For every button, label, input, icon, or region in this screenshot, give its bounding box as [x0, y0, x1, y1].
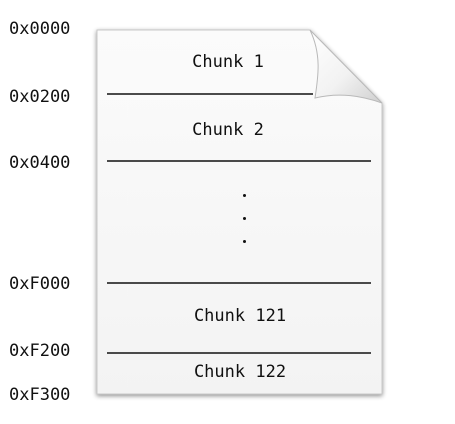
- address-0xF300: 0xF300: [9, 385, 71, 405]
- chunk-2-label: Chunk 2: [192, 120, 264, 140]
- address-0x0000: 0x0000: [9, 19, 71, 39]
- address-0xF200: 0xF200: [9, 341, 71, 361]
- ellipsis-dot: [243, 194, 246, 197]
- chunk-121-label: Chunk 121: [193, 306, 287, 326]
- address-0xF000: 0xF000: [9, 274, 71, 294]
- ellipsis-dot: [243, 240, 246, 243]
- folded-corner: [309, 29, 383, 104]
- ellipsis-dot: [243, 217, 246, 220]
- chunk-122-label: Chunk 122: [193, 362, 287, 382]
- page-sheet: [96, 29, 383, 395]
- address-0x0400: 0x0400: [9, 153, 71, 173]
- chunk-1-label: Chunk 1: [192, 52, 264, 72]
- address-0x0200: 0x0200: [9, 87, 71, 107]
